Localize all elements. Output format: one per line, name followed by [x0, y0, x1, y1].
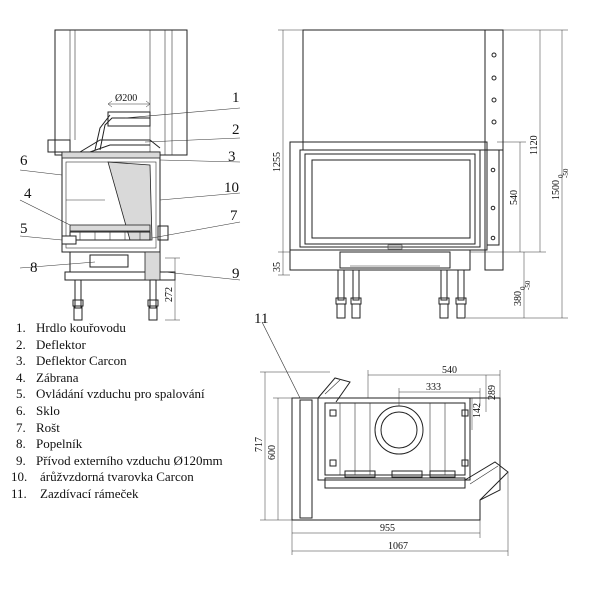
legend-item-1: 1.Hrdlo kouřovodu — [16, 320, 126, 335]
callout-7: 7 — [230, 208, 238, 224]
callout-1: 1 — [232, 90, 240, 106]
dim-top-540: 540 — [442, 365, 457, 376]
callout-9: 9 — [232, 266, 240, 282]
callout-2: 2 — [232, 122, 240, 138]
dim-front-35: 35 — [272, 262, 283, 272]
legend-item-7: 7.Rošt — [16, 419, 60, 435]
dim-top-955: 955 — [380, 523, 395, 534]
top-view: 717 600 540 333 289 142 955 1067 — [254, 365, 509, 556]
callout-11: 11 — [254, 311, 268, 327]
dim-front-380-tol-top: 0 — [519, 286, 527, 290]
callouts: 1 2 3 10 7 9 6 4 5 8 11 — [20, 90, 268, 327]
callout-8: 8 — [30, 260, 38, 276]
legend-item-11: 11.Zazdívací rámeček — [11, 485, 139, 501]
dim-top-600: 600 — [267, 445, 278, 460]
dim-front-1255: 1255 — [272, 152, 283, 172]
legend-item-8: 8.Popelník — [16, 436, 83, 452]
dim-top-333: 333 — [426, 382, 441, 393]
callout-5: 5 — [20, 221, 28, 237]
dim-front-380: 380 — [513, 291, 524, 306]
legend-item-10: 10.árůžvzdorná tvarovka Carcon — [11, 469, 194, 485]
side-view: Ø200 272 — [47, 29, 188, 321]
dim-front-1120: 1120 — [529, 135, 540, 155]
dim-top-289: 289 — [487, 385, 498, 400]
dim-side-272: 272 — [164, 287, 175, 302]
callout-4: 4 — [24, 186, 32, 202]
callout-3: 3 — [228, 149, 236, 165]
dim-front-380-tol: -50 — [524, 280, 532, 290]
legend-item-4: 4.Zábrana — [16, 369, 79, 385]
legend-item-6: 6.Sklo — [16, 402, 60, 418]
callout-6: 6 — [20, 153, 28, 169]
callout-leaders — [19, 107, 301, 399]
dim-flue-diameter: Ø200 — [115, 93, 137, 104]
dim-front-1500-tol-top: 0 — [557, 174, 565, 178]
parts-legend: 1.Hrdlo kouřovodu 2.Deflektor 3.Deflekto… — [11, 320, 256, 503]
dim-front-1500: 1500 — [551, 180, 562, 200]
legend-item-5: 5.Ovládání vzduchu pro spalování — [16, 386, 205, 402]
front-view: 1255 35 1120 540 1500 0 -50 380 0 -50 — [272, 29, 570, 319]
dim-top-717: 717 — [254, 437, 265, 452]
dim-top-142: 142 — [472, 403, 483, 418]
dim-front-1500-tol: -50 — [562, 168, 570, 178]
legend-item-2: 2.Deflektor — [16, 336, 86, 352]
callout-10: 10 — [224, 180, 239, 196]
legend-item-9: 9.Přívod externího vzduchu Ø120mm — [16, 452, 223, 468]
legend-item-3: 3.Deflektor Carcon — [16, 353, 127, 369]
dim-top-1067: 1067 — [388, 541, 408, 552]
dim-front-540: 540 — [509, 190, 520, 205]
